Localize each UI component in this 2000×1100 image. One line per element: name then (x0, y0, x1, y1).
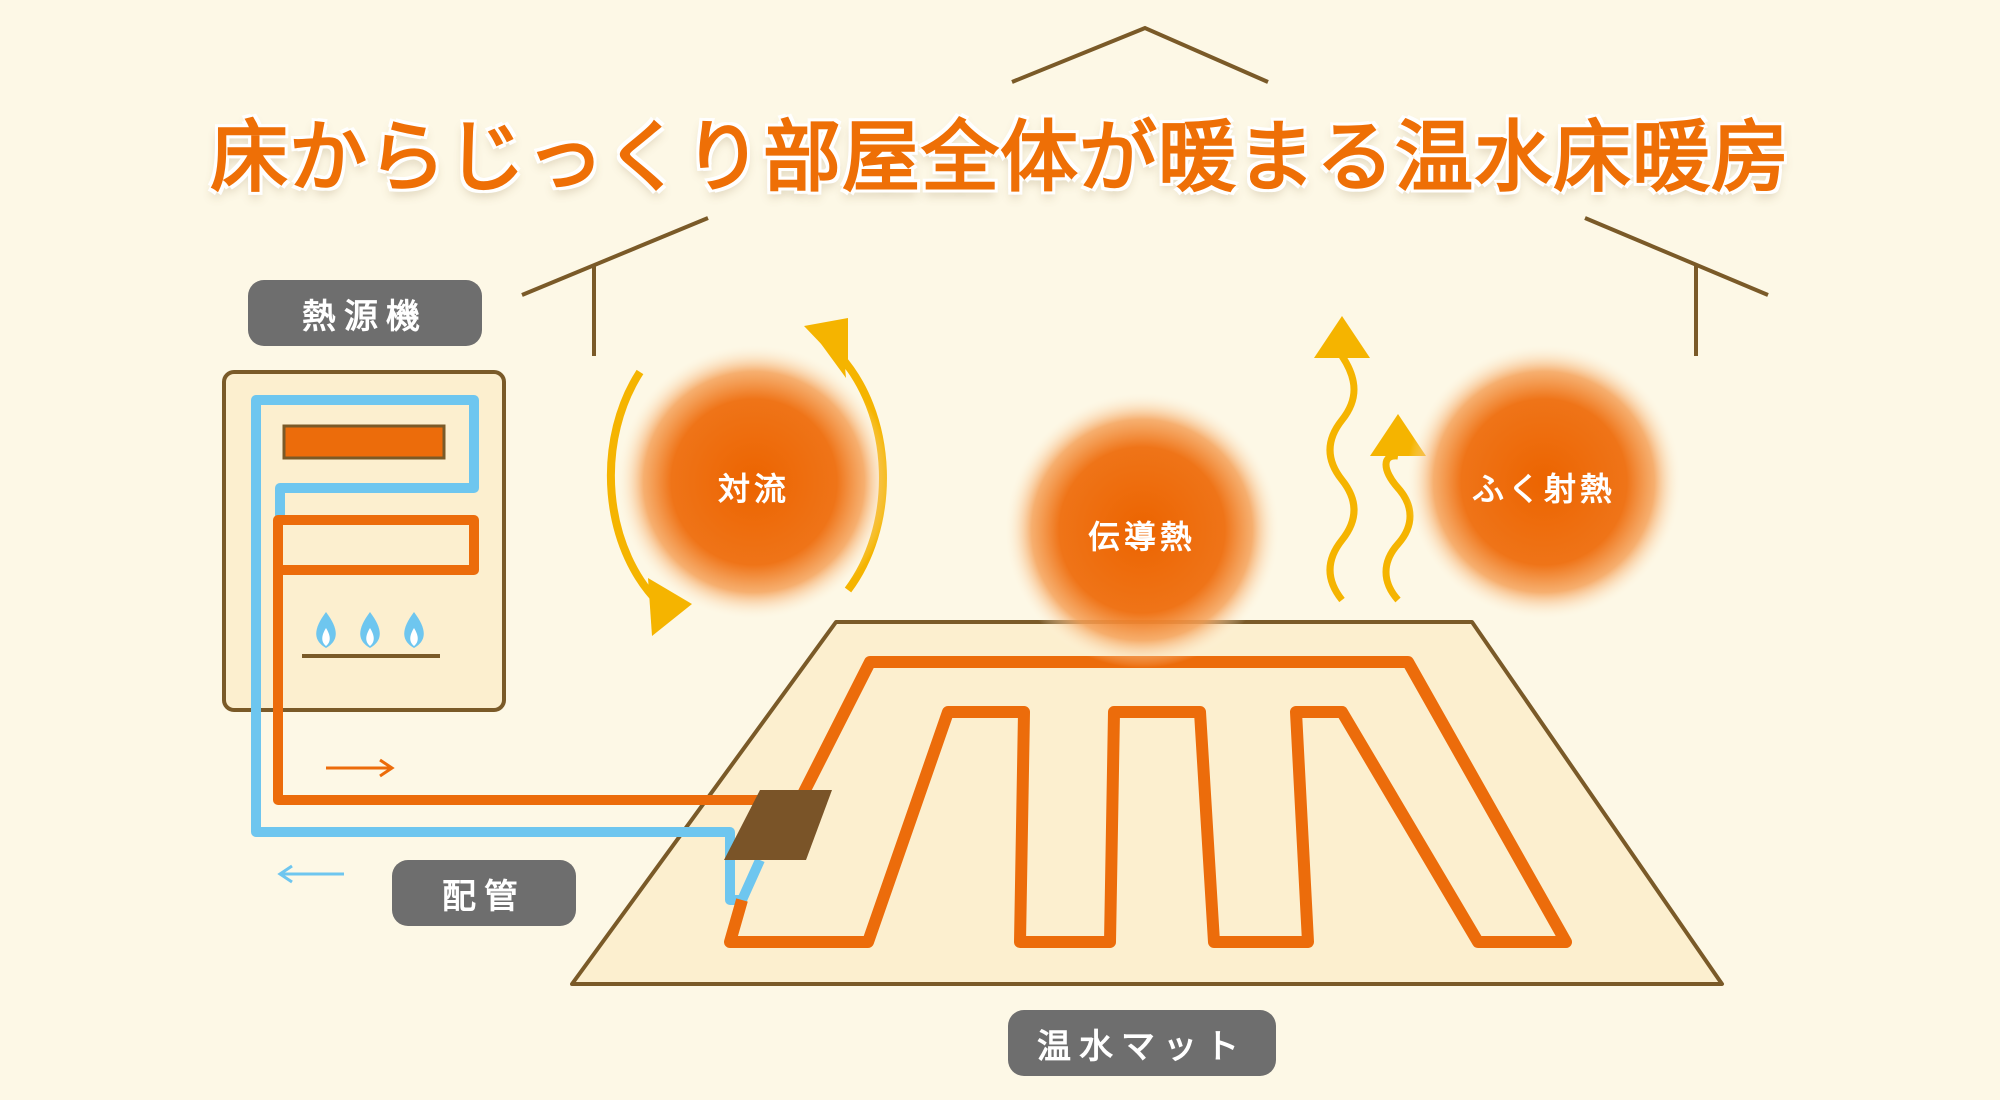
display-panel (282, 424, 446, 460)
heating-coil (724, 656, 1572, 948)
conduction-label: 伝導熱 (1087, 518, 1196, 556)
radiation-glow (1406, 344, 1682, 620)
flame-icon (404, 612, 424, 648)
manifold (724, 790, 832, 860)
heat-source-unit (222, 370, 506, 712)
flow-right-arrow-icon (326, 758, 395, 778)
heat-source-label: 熱源機 (248, 280, 482, 346)
house-outline (521, 25, 1769, 356)
flame-icon (360, 612, 380, 648)
convection-glow (616, 344, 892, 620)
conduction-glow (1004, 392, 1280, 668)
piping-label: 配管 (392, 860, 576, 926)
flow-left-arrow-icon (277, 864, 344, 884)
mat-label: 温水マット (1008, 1010, 1276, 1076)
supply-pipe (273, 515, 800, 805)
page-title: 床からじっくり部屋全体が暖まる温水床暖房 (209, 113, 1790, 203)
radiation-label: ふく射熱 (1471, 470, 1616, 508)
flame-icon (316, 612, 336, 648)
convection-label: 対流 (717, 470, 790, 508)
